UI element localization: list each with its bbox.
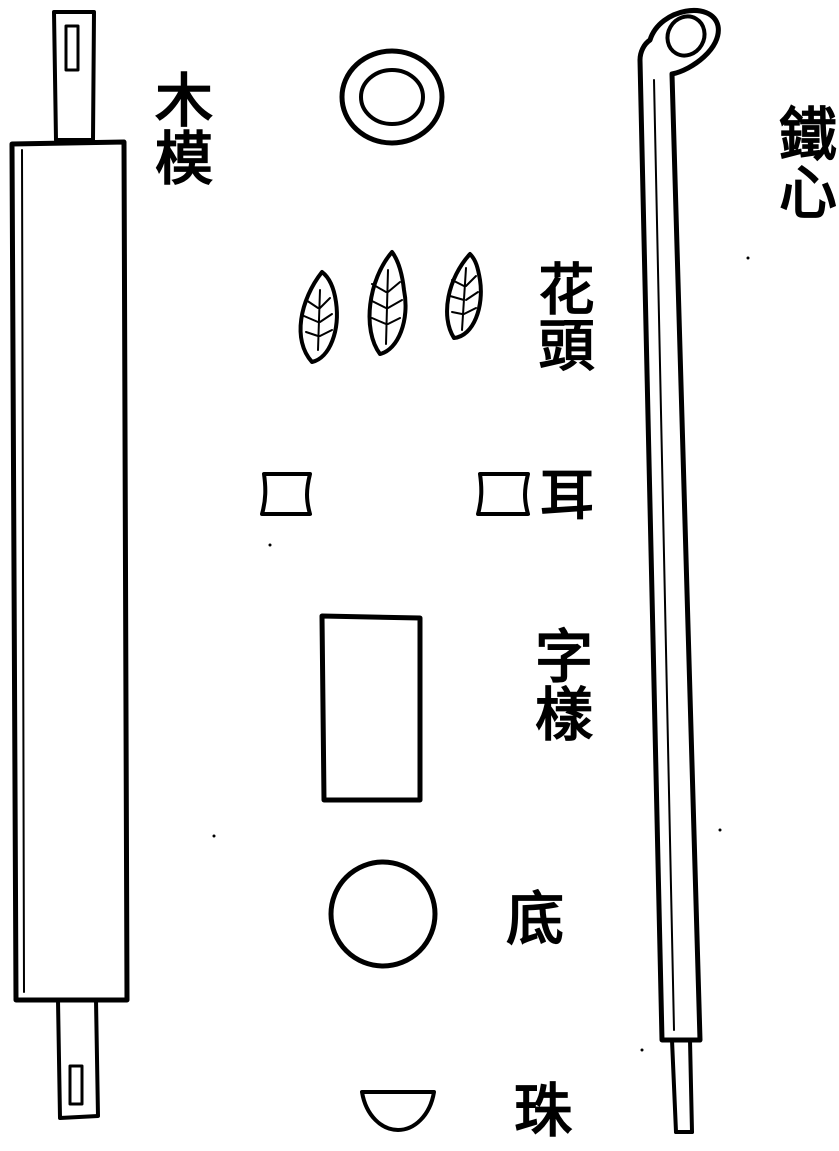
ear-pieces [260, 472, 530, 516]
label-bead: 珠 [514, 1077, 573, 1145]
flower-head-petals [298, 250, 483, 364]
wood-mold-part [9, 10, 130, 1120]
label-flower-head: 花頭 [529, 260, 595, 372]
iron-core-part [637, 8, 721, 1134]
character-sample-plate [319, 613, 423, 803]
label-character-sample: 字樣 [525, 626, 593, 742]
label-wood-mold: 木模 [145, 70, 213, 186]
ring-part [339, 48, 445, 146]
label-ear: 耳 [540, 463, 594, 527]
label-iron-core: 鐵心 [769, 104, 837, 220]
base-disc [328, 859, 438, 969]
paper-specks [212, 256, 750, 1052]
bead-part [360, 1090, 436, 1132]
label-base: 底 [506, 885, 565, 953]
